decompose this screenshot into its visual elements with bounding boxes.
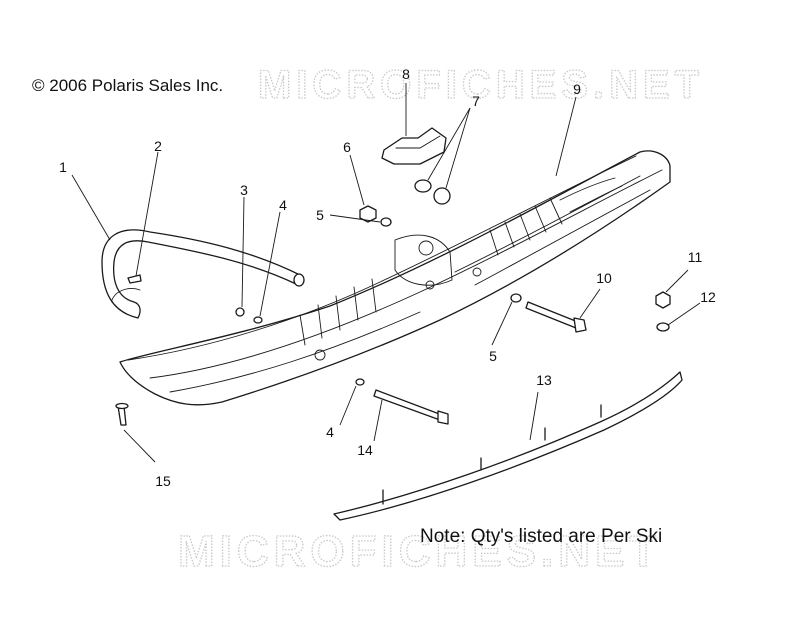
watermark-top: MICROFICHES.NET [258,63,704,107]
callout-15: 15 [155,473,171,489]
callout-12: 12 [700,289,716,305]
callout-13: 13 [536,372,552,388]
callout-5-upper: 5 [316,207,324,223]
callout-10: 10 [596,270,612,286]
lock-nut [359,205,377,223]
callout-4-lower: 4 [326,424,334,440]
washer-upper [380,217,392,227]
rivet [115,402,129,426]
copyright-text: © 2006 Polaris Sales Inc. [32,76,224,95]
spindle-bolt [525,301,587,333]
nut [235,307,245,317]
callout-5-lower: 5 [489,348,497,364]
callout-3: 3 [240,182,248,198]
quantity-note: Note: Qty's listed are Per Ski [420,526,663,547]
screw [127,274,142,284]
bushing-left [414,179,432,193]
hex-nut [655,291,671,309]
callout-14: 14 [357,442,373,458]
callout-4-upper: 4 [279,197,287,213]
washer-lower [355,378,365,386]
bushing-right [433,187,451,205]
callout-11: 11 [687,249,703,265]
long-bolt [373,389,449,425]
ski-body [119,150,671,406]
flat-washer [656,322,670,332]
wear-bar [333,371,683,521]
washer [253,316,263,324]
washer-mid [510,293,522,303]
watermark-bottom: MICROFICHES.NET [178,527,661,576]
ski-bumper [381,127,447,165]
callout-2: 2 [154,138,162,154]
callout-9: 9 [573,81,581,97]
callout-6: 6 [343,139,351,155]
ski-handle [101,229,305,319]
callout-1: 1 [59,159,67,175]
callout-8: 8 [402,66,410,82]
callout-7: 7 [472,93,480,109]
